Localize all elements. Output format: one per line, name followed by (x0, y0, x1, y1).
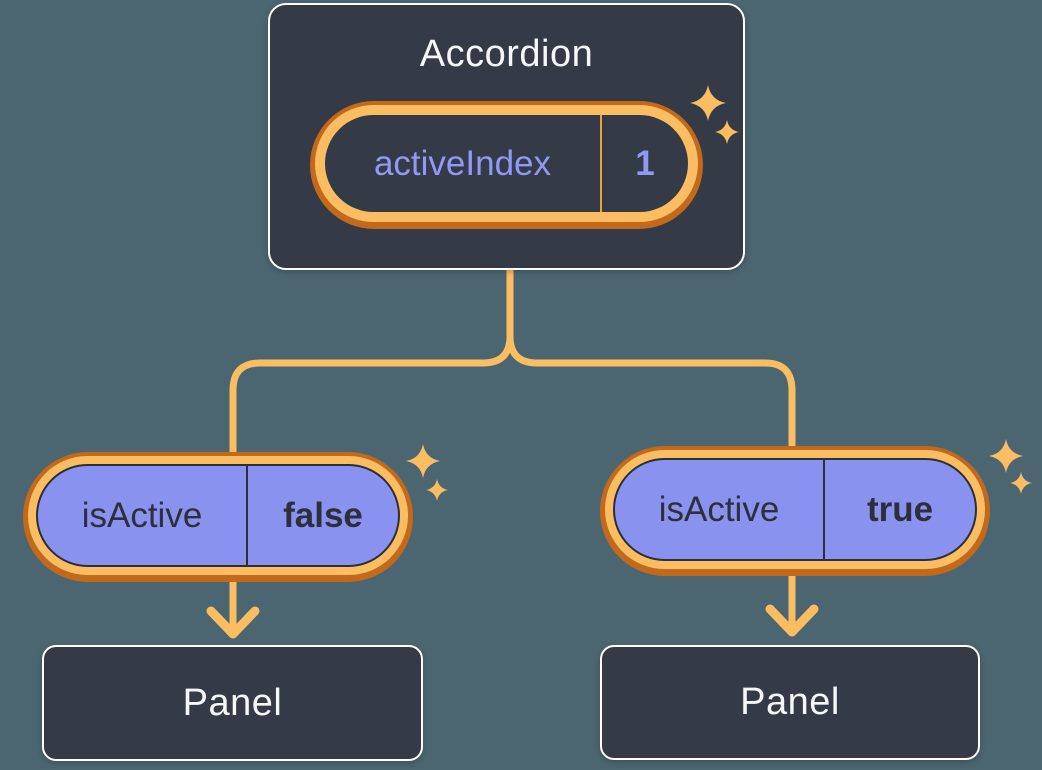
panel-component-box-left: Panel (42, 645, 423, 761)
prop-pill-isactive-left: isActive false (23, 452, 413, 582)
prop-pill-body: isActive true (613, 458, 977, 561)
prop-value-label: true (866, 489, 934, 529)
sparkle-icon (426, 479, 448, 501)
sparkle-icon (406, 444, 440, 478)
prop-name-label: isActive (81, 495, 203, 535)
prop-pill-body: isActive false (36, 464, 400, 567)
panel-title: Panel (182, 681, 283, 724)
pill-divider (600, 115, 602, 212)
prop-value-label: false (283, 495, 363, 535)
panel-title: Panel (740, 681, 840, 723)
sparkle-icon (989, 439, 1023, 473)
prop-pill-glow-ring: isActive true (605, 450, 985, 569)
state-pill-glow-ring: activeIndex 1 (315, 105, 698, 222)
state-pill-activeindex: activeIndex 1 (310, 101, 703, 229)
prop-pill-glow-ring: isActive false (28, 456, 408, 575)
down-arrow-icon (206, 606, 260, 639)
component-title: Accordion (419, 33, 594, 75)
panel-component-box-right: Panel (600, 645, 980, 760)
state-name-label: activeIndex (373, 143, 552, 183)
sparkle-icon (1010, 472, 1032, 494)
state-value-label: 1 (635, 143, 655, 183)
down-arrow-icon (765, 604, 819, 637)
pill-divider (823, 460, 825, 559)
prop-pill-isactive-right: isActive true (600, 446, 990, 576)
state-pill-body: activeIndex 1 (325, 115, 688, 212)
prop-name-label: isActive (658, 489, 780, 529)
